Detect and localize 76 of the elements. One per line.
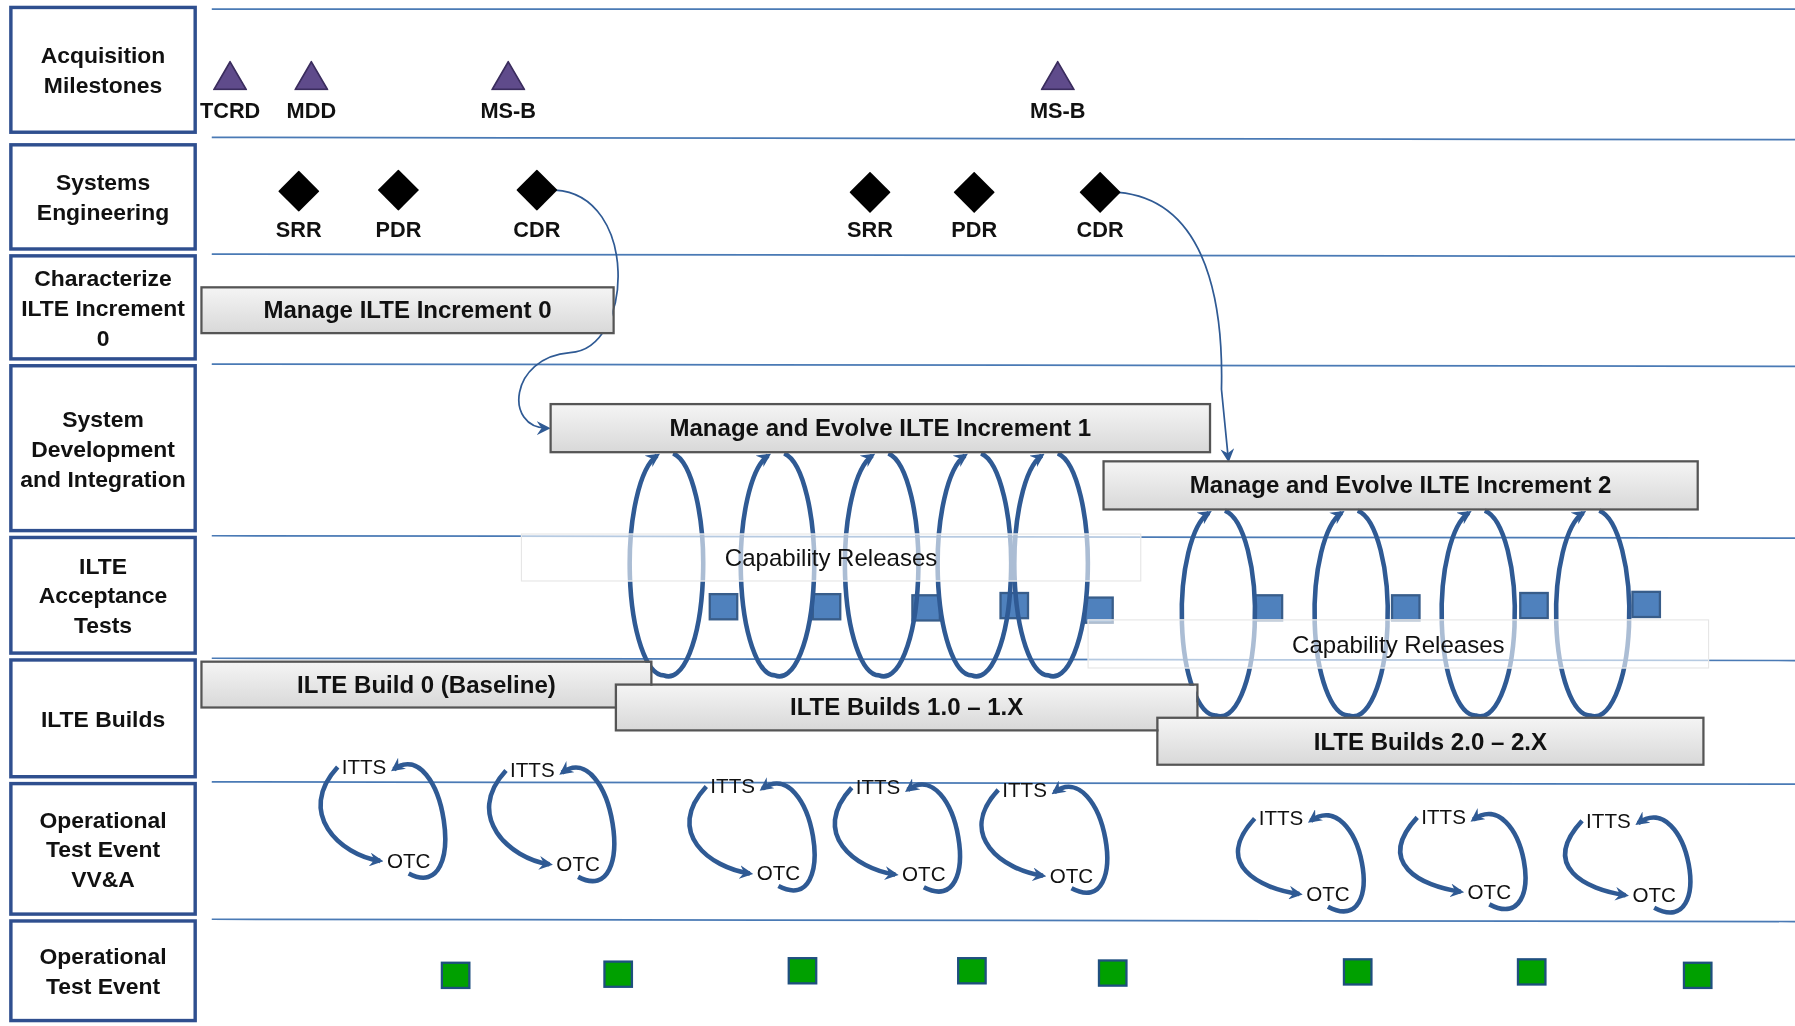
milestone-label: CDR [513, 217, 561, 243]
review-diamond [278, 170, 320, 212]
arrow [904, 779, 963, 894]
arrow [832, 786, 899, 880]
lane-header: Acquisition Milestones [9, 5, 197, 134]
arrow [1235, 817, 1303, 899]
lane-header: ILTE Builds [9, 658, 197, 779]
milestone-triangle [491, 60, 526, 91]
milestone-label: MS-B [480, 98, 537, 124]
milestone-triangle [1040, 60, 1075, 91]
milestone-label: SRR [847, 217, 893, 243]
activity-bar: Manage ILTE Increment 0 [200, 286, 615, 335]
cycle-label: ITTS [1582, 808, 1635, 834]
lane-header: System Development and Integration [9, 364, 197, 533]
arrow [935, 451, 1014, 679]
cycle-label: OTC [551, 851, 605, 877]
milestone-label: PDR [951, 217, 998, 243]
review-diamond [953, 171, 995, 213]
cycle-label: ITTS [1254, 805, 1308, 832]
lane-header: Characterize ILTE Increment 0 [9, 254, 197, 361]
milestone-triangle [294, 60, 329, 91]
activity-bar: Manage and Evolve ILTE Increment 2 [1102, 460, 1699, 511]
cycle-label: ITTS [337, 754, 391, 780]
arrow [759, 778, 817, 893]
arrow [842, 451, 921, 679]
activity-bar: ILTE Builds 1.0 – 1.X [614, 683, 1199, 732]
activity-bar: ILTE Builds 2.0 – 2.X [1156, 716, 1705, 766]
arrow [1012, 451, 1091, 679]
arrow [558, 762, 617, 884]
arrow [627, 451, 706, 679]
activity-bar: Manage and Evolve ILTE Increment 1 [549, 402, 1212, 454]
milestone-label: TCRD [199, 98, 261, 124]
cycle-label: OTC [752, 860, 805, 887]
arrow [1470, 809, 1528, 912]
arrow [1398, 815, 1465, 897]
arrow [1179, 508, 1258, 719]
review-diamond [849, 171, 891, 213]
lane-header: Operational Test Event VV&A [9, 781, 197, 916]
cycle-label: OTC [382, 848, 435, 874]
review-diamond [1079, 171, 1121, 213]
arrow [1635, 812, 1693, 915]
cycle-label: OTC [1045, 863, 1098, 889]
arrow [1553, 508, 1632, 719]
arrow [487, 769, 553, 869]
arrow [1312, 508, 1390, 719]
arrow [979, 788, 1047, 881]
arrow [1051, 781, 1110, 895]
activity-bar: ILTE Build 0 (Baseline) [200, 660, 653, 709]
milestone-label: SRR [275, 217, 322, 243]
cycle-label: ITTS [1417, 804, 1470, 830]
cycle-label: ITTS [506, 757, 559, 783]
milestone-label: MS-B [1029, 98, 1086, 124]
arrow [687, 785, 754, 879]
cycle-label: OTC [1627, 882, 1681, 908]
cycle-label: OTC [897, 862, 951, 888]
annotation-box: Capability Releases [520, 533, 1142, 582]
lane-header: ILTE Acceptance Tests [9, 535, 197, 655]
milestone-triangle [212, 60, 248, 91]
cycle-label: ITTS [998, 777, 1051, 803]
milestone-label: CDR [1076, 217, 1124, 243]
arrow [1563, 819, 1629, 901]
arrow [738, 451, 817, 679]
milestone-label: PDR [375, 217, 422, 243]
arrow [1439, 508, 1518, 719]
review-diamond [377, 169, 419, 211]
arrow [390, 759, 448, 880]
arrow [1307, 810, 1366, 914]
cycle-label: OTC [1463, 879, 1516, 905]
arrow [518, 189, 619, 434]
cycle-label: OTC [1301, 881, 1355, 907]
arrow [318, 765, 384, 866]
lane-header: Operational Test Event [9, 919, 197, 1023]
review-diamond [516, 169, 558, 211]
milestone-label: MDD [286, 98, 337, 124]
annotation-box: Capability Releases [1087, 619, 1710, 669]
lane-header: Systems Engineering [9, 143, 197, 251]
